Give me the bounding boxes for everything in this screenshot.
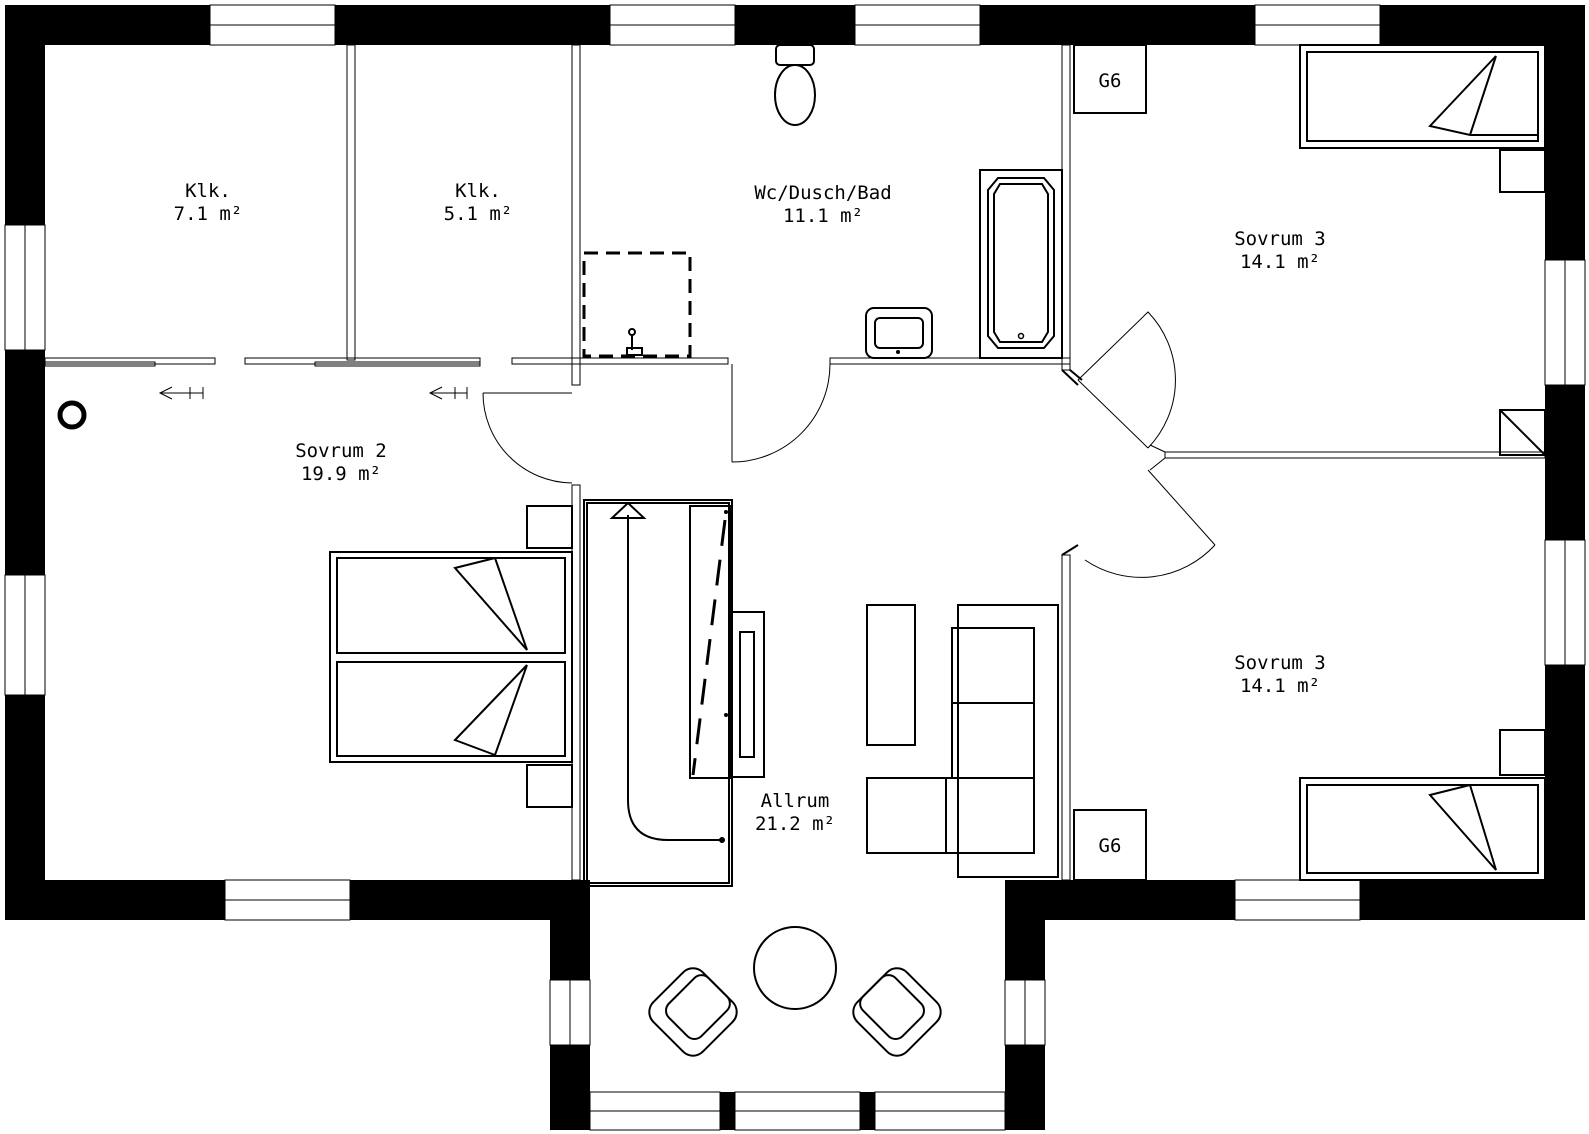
tv-unit [729, 611, 765, 778]
windows [4, 4, 1586, 1131]
sliding-arrows [158, 386, 468, 400]
room-name: Wc/Dusch/Bad [754, 182, 891, 204]
g6-cabinet-top: G6 [1073, 44, 1147, 114]
g6-label-top: G6 [1099, 70, 1122, 92]
sink-icon [865, 307, 933, 359]
round-table [753, 926, 837, 1010]
doors [482, 311, 1216, 578]
toilet-icon [774, 44, 816, 126]
room-area: 14.1 m² [1240, 251, 1320, 273]
room-label-klk-a: Klk. 7.1 m² [174, 180, 243, 225]
g6-cabinet-bottom: G6 [1073, 809, 1147, 881]
double-bed [329, 551, 573, 763]
floor-drain-icon [57, 400, 87, 430]
shower-icon [582, 251, 692, 358]
room-area: 14.1 m² [1240, 675, 1320, 697]
armchair-left [648, 967, 738, 1057]
kitchen-island [583, 499, 733, 887]
room-name: Sovrum 3 [1234, 228, 1326, 250]
room-label-sovrum2: Sovrum 2 19.9 m² [295, 440, 387, 485]
room-label-sovrum3-bottom: Sovrum 3 14.1 m² [1234, 652, 1326, 697]
room-label-sovrum3-top: Sovrum 3 14.1 m² [1234, 228, 1326, 273]
room-label-klk-b: Klk. 5.1 m² [444, 180, 513, 225]
nightstand-top-right [1499, 149, 1546, 193]
room-area: 11.1 m² [783, 205, 863, 227]
nightstand-bedroom2-top [526, 505, 573, 549]
room-name: Sovrum 2 [295, 440, 387, 462]
room-name: Klk. [185, 180, 231, 202]
wardrobe-corner-top [1499, 409, 1546, 456]
room-name: Allrum [761, 790, 830, 812]
coffee-table [866, 604, 916, 746]
nightstand-bottom-right [1499, 729, 1546, 776]
interior-walls [44, 44, 1546, 881]
nightstand-bedroom2-bottom [526, 764, 573, 808]
room-area: 5.1 m² [444, 203, 513, 225]
outer-walls [5, 5, 1585, 1130]
room-label-allrum: Allrum 21.2 m² [755, 790, 835, 835]
g6-label-bottom: G6 [1099, 835, 1122, 857]
bathtub-icon [979, 169, 1063, 359]
room-name: Klk. [455, 180, 501, 202]
room-area: 21.2 m² [755, 813, 835, 835]
sofa [866, 604, 1059, 878]
room-name: Sovrum 3 [1234, 652, 1326, 674]
bed-bottom-right [1299, 777, 1546, 881]
room-area: 19.9 m² [301, 463, 381, 485]
armchair-right [852, 967, 942, 1057]
bed-top-right [1299, 44, 1546, 149]
room-label-bath: Wc/Dusch/Bad 11.1 m² [754, 182, 891, 227]
room-area: 7.1 m² [174, 203, 243, 225]
